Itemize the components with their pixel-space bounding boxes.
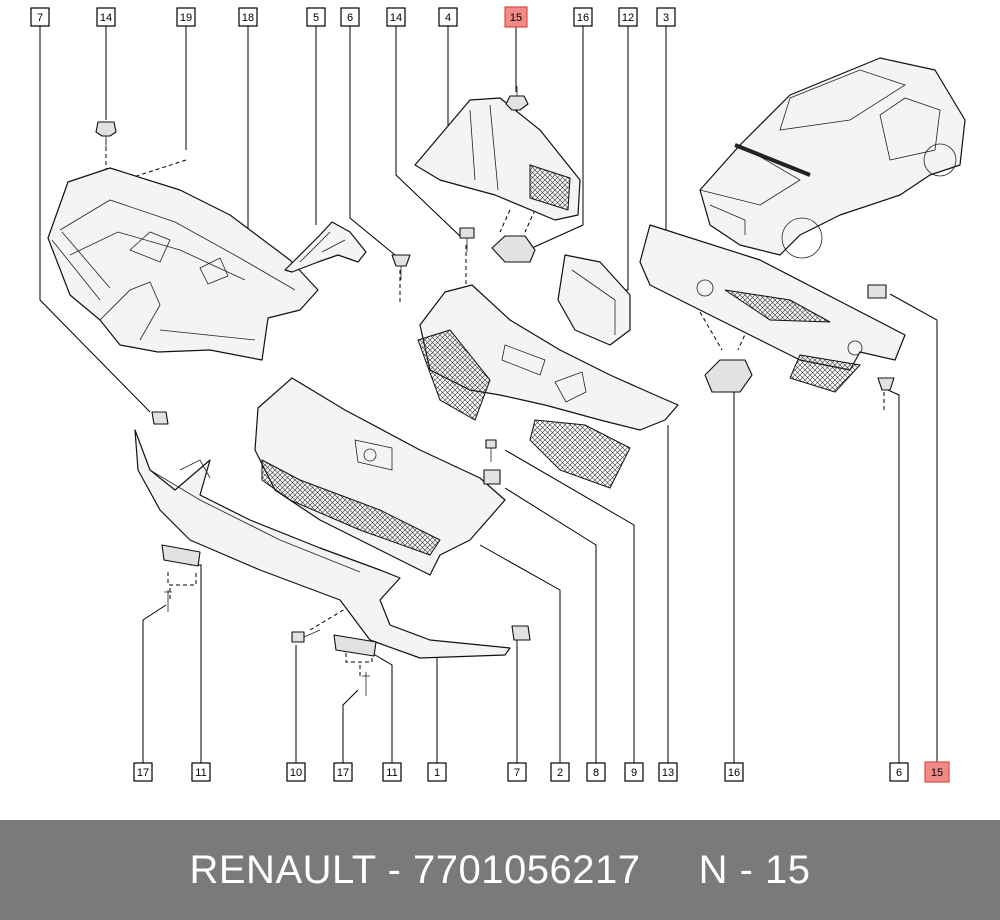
svg-text:11: 11 <box>386 767 397 779</box>
svg-text:8: 8 <box>593 767 599 779</box>
svg-text:6: 6 <box>896 767 902 779</box>
part-label-12-top: 12 <box>618 7 638 27</box>
part-label-11b-bottom: 11 <box>382 762 402 782</box>
part-label-18-top: 18 <box>238 7 258 27</box>
bracket-5 <box>284 221 367 273</box>
lower-grille-2 <box>254 377 506 576</box>
air-inlet-panel-4 <box>414 97 581 221</box>
svg-text:16: 16 <box>577 12 589 24</box>
svg-text:14: 14 <box>390 12 402 24</box>
part-label-16-top: 16 <box>573 7 593 27</box>
part-label-6-bottom: 6 <box>889 762 909 782</box>
part-label-15-top-highlighted[interactable]: 15 <box>504 6 528 28</box>
part-label-2-bottom: 2 <box>550 762 570 782</box>
part-label-10-bottom: 10 <box>286 762 306 782</box>
svg-text:13: 13 <box>662 767 674 779</box>
clip-16 <box>491 235 753 393</box>
clip-15-top <box>505 86 529 111</box>
part-label-19-top: 19 <box>176 7 196 27</box>
scuttle-panel-3 <box>639 224 906 393</box>
svg-text:2: 2 <box>557 767 563 779</box>
svg-text:16: 16 <box>728 767 740 779</box>
part-label-7-top: 7 <box>30 7 50 27</box>
bracket-box-12 <box>557 254 631 346</box>
svg-text:4: 4 <box>445 12 451 24</box>
svg-text:17: 17 <box>337 767 349 779</box>
part-label-17-bottom: 17 <box>133 762 153 782</box>
exploded-parts-diagram: 7 14 19 18 5 6 14 4 15 16 12 3 17 11 10 … <box>30 6 966 783</box>
top-labels: 7 14 19 18 5 6 14 4 15 16 12 3 <box>30 6 676 28</box>
svg-text:6: 6 <box>347 12 353 24</box>
bottom-labels: 17 11 10 17 11 1 7 2 8 9 13 16 6 15 <box>133 761 950 783</box>
svg-text:19: 19 <box>180 12 192 24</box>
svg-text:12: 12 <box>622 12 634 24</box>
grille-support-18 <box>47 167 319 361</box>
upper-grille-13 <box>417 284 679 489</box>
part-label-6-top: 6 <box>340 7 360 27</box>
part-label-1-bottom: 1 <box>427 762 447 782</box>
svg-text:18: 18 <box>242 12 254 24</box>
part-label-11-bottom: 11 <box>191 762 211 782</box>
part-label-9-bottom: 9 <box>624 762 644 782</box>
svg-text:7: 7 <box>514 767 520 779</box>
lower-spoiler-1 <box>134 429 511 659</box>
part-label-5-top: 5 <box>306 7 326 27</box>
part-label-16-bottom: 16 <box>724 762 744 782</box>
part-label-4-top: 4 <box>438 7 458 27</box>
svg-text:17: 17 <box>137 767 149 779</box>
part-label-7-bottom: 7 <box>507 762 527 782</box>
svg-text:1: 1 <box>434 767 440 779</box>
footer-bar: RENAULT - 7701056217 N - 15 <box>0 820 1000 920</box>
svg-text:5: 5 <box>313 12 319 24</box>
part-label-14b-top: 14 <box>386 7 406 27</box>
fasteners <box>95 121 895 696</box>
svg-text:10: 10 <box>290 767 302 779</box>
car-illustration <box>699 57 966 259</box>
svg-text:15: 15 <box>510 12 522 24</box>
part-label-17b-bottom: 17 <box>333 762 353 782</box>
part-label-3-top: 3 <box>656 7 676 27</box>
part-label-13-bottom: 13 <box>658 762 678 782</box>
part-label-14-top: 14 <box>96 7 116 27</box>
part-label-15-bottom-highlighted[interactable]: 15 <box>924 761 950 783</box>
part-number-caption: RENAULT - 7701056217 N - 15 <box>189 847 811 892</box>
svg-text:14: 14 <box>100 12 112 24</box>
svg-text:15: 15 <box>931 767 943 779</box>
part-label-8-bottom: 8 <box>586 762 606 782</box>
svg-text:3: 3 <box>663 12 669 24</box>
svg-text:9: 9 <box>631 767 637 779</box>
svg-text:11: 11 <box>195 767 206 779</box>
svg-text:7: 7 <box>37 12 43 24</box>
